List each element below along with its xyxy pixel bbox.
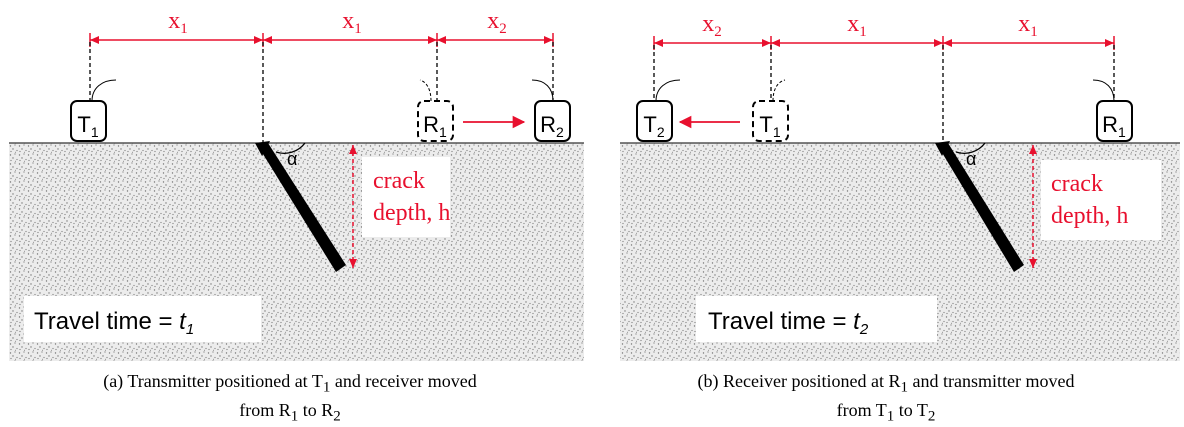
depth-arrow-top [1029,145,1037,154]
dim-label-3: x1 [1018,11,1038,40]
angle-label: α [287,149,297,169]
svg-text:R1: R1 [1102,112,1126,140]
cable-t1 [91,79,117,102]
sensor-r1: R1 [1096,100,1133,142]
sensor-t2: T2 [636,100,673,142]
cable-t2 [655,79,681,102]
caption-line2: from R1 to R2 [239,399,341,425]
sensor-t1: T1 [70,100,107,142]
sensor-r2: R2 [534,100,571,142]
depth-label-line1: crack [373,168,425,194]
travel-time-label: Travel time = t1 [34,308,194,338]
dim-label-1: x2 [702,11,722,40]
depth-label-line2: depth, h [1051,203,1128,229]
svg-text:R2: R2 [540,112,564,140]
crack-tip-arrow [255,141,270,156]
caption-line2: from T1 to T2 [836,399,936,425]
crack [938,143,1024,272]
depth-arrow-bottom [349,259,357,268]
svg-text:T2: T2 [643,112,664,140]
cable-t1 [772,79,786,102]
dashed-leaders [89,42,554,143]
angle-label: α [966,149,976,169]
depth-label-line2: depth, h [373,200,450,226]
angle-arc [275,142,306,154]
diagram-canvas: x1 x1 x2 T1 R1 R2 [9,8,1180,361]
sensor-t1-dashed: T1 [752,100,789,142]
cable-r1 [419,79,432,102]
depth-label-box [362,157,450,237]
caption-line1: (b) Receiver positioned at R1 and transm… [697,371,1075,396]
caption-panel-b: (b) Receiver positioned at R1 and transm… [596,370,1176,427]
depth-arrow-bottom [1029,259,1037,268]
travel-time-box [696,296,937,342]
dim-label-1: x1 [168,8,188,37]
diagram: x1 x1 x2 T1 R1 R2 [9,8,1180,424]
depth-label-line1: crack [1051,171,1103,197]
crack [258,143,346,272]
cable-r2 [531,79,554,102]
depth-arrow-top [349,145,357,154]
dashed-leaders [653,45,1115,143]
svg-text:T1: T1 [77,112,98,140]
travel-time-label: Travel time = t2 [708,308,869,338]
panel-b: x2 x1 x1 T2 T1 R1 α [620,11,1180,361]
dim-label-3: x2 [487,8,507,37]
sensor-r1-dashed: R1 [417,100,454,142]
dim-label-2: x1 [847,11,867,40]
svg-text:R1: R1 [423,112,447,140]
depth-label-box [1041,160,1161,240]
dim-label-2: x1 [342,8,362,37]
cable-r1 [1092,79,1115,102]
caption-panel-a: (a) Transmitter positioned at T1 and rec… [0,370,580,427]
angle-arc [955,142,986,154]
travel-time-box [24,296,261,342]
svg-text:T1: T1 [759,112,780,140]
dimension-arrowheads [90,36,553,44]
panel-a: x1 x1 x2 T1 R1 R2 [9,8,584,361]
caption-line1: (a) Transmitter positioned at T1 and rec… [103,371,477,396]
crack-tip-arrow [935,141,950,156]
dimension-arrowheads [654,39,1114,47]
